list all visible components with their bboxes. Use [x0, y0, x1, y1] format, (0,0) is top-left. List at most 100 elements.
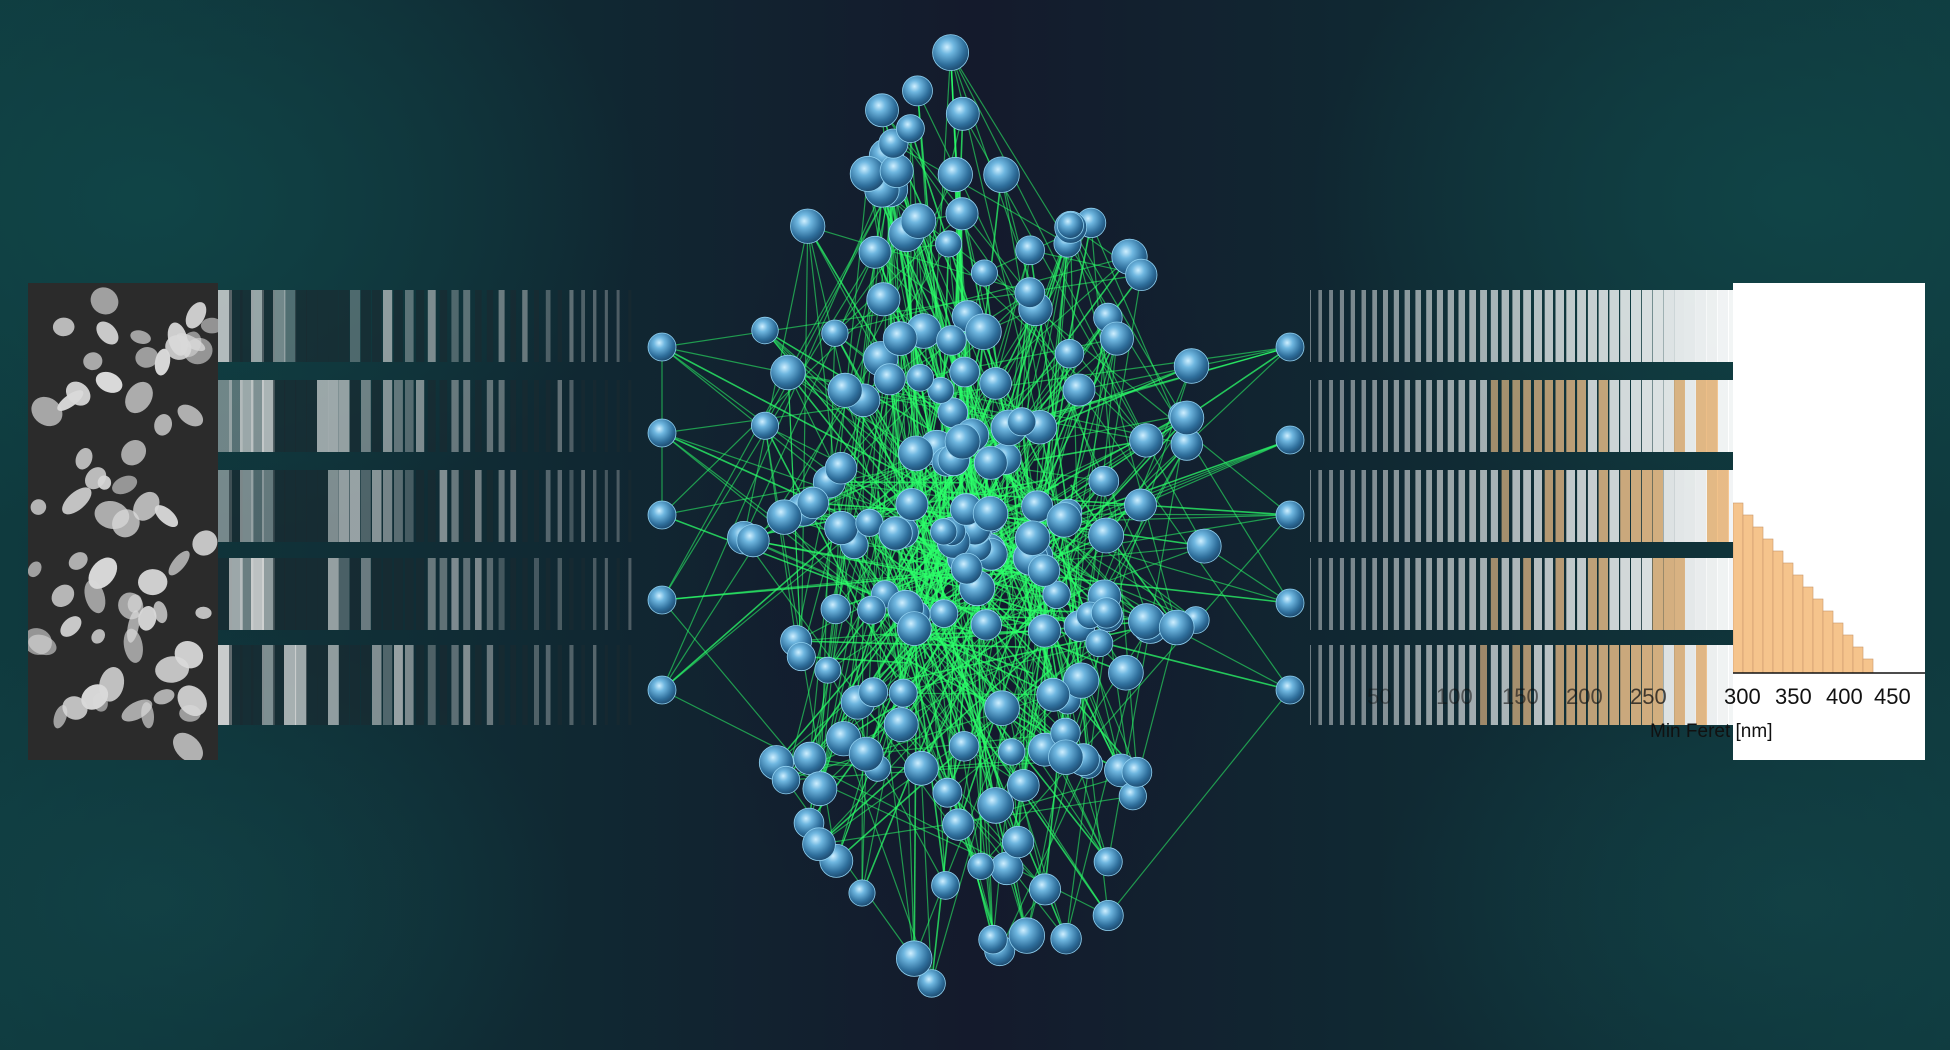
network-node: [824, 510, 859, 546]
histogram-fragment: [1458, 290, 1465, 362]
network-edge: [914, 627, 1034, 675]
histogram-fragment: [1641, 645, 1652, 725]
histogram-fragment: [1310, 470, 1311, 542]
network-edge: [807, 226, 846, 391]
histogram-fragment: [1426, 470, 1432, 542]
sem-fragment: [350, 558, 361, 630]
histogram-fragment: [1329, 645, 1333, 725]
sem-fragment: [284, 558, 297, 630]
sem-fragment: [405, 645, 414, 725]
network-node: [973, 445, 1008, 480]
network-edge: [818, 795, 1133, 845]
sem-fragment: [306, 645, 318, 725]
network-node: [1275, 588, 1305, 618]
sem-fragment: [439, 645, 448, 725]
histogram-fragment: [1609, 470, 1619, 542]
histogram-fragment: [1512, 470, 1520, 542]
network-node: [821, 319, 849, 347]
sem-fragment: [251, 645, 264, 725]
histogram-fragment: [1447, 470, 1454, 542]
histogram-fragment: [1458, 645, 1465, 725]
network-node: [766, 499, 802, 535]
sem-particle: [154, 348, 171, 376]
network-edge: [819, 330, 925, 789]
sem-fragment: [545, 290, 551, 362]
histogram-fragment: [1652, 558, 1663, 630]
histogram-fragment: [1555, 380, 1564, 452]
sem-fragment: [616, 558, 620, 630]
histogram-fragment: [1609, 558, 1619, 630]
histogram-fragment: [1523, 380, 1531, 452]
histogram-fragment: [1587, 470, 1597, 542]
histogram-fragment: [1383, 290, 1388, 362]
sem-particle: [84, 467, 107, 490]
network-node: [824, 452, 858, 485]
network-edge: [903, 692, 1054, 696]
network-node: [967, 852, 995, 880]
sem-fragment: [383, 290, 393, 362]
histogram-fragment: [1631, 645, 1641, 725]
histogram-fragment: [1339, 645, 1344, 725]
network-edge: [800, 226, 809, 657]
histogram-fragment: [1523, 290, 1531, 362]
network-edge: [1080, 680, 1109, 916]
sem-fragment: [486, 558, 494, 630]
network-node: [820, 593, 851, 625]
sem-fragment: [339, 380, 350, 452]
sem-fragment: [295, 558, 307, 630]
network-node: [770, 354, 806, 391]
sem-particle: [138, 606, 157, 631]
histogram-fragment: [1361, 470, 1366, 542]
sem-fragment: [593, 645, 597, 725]
histogram-fragment: [1587, 645, 1597, 725]
sem-fragment: [498, 470, 505, 542]
sem-fragment: [581, 290, 585, 362]
histogram-fragment: [1415, 470, 1421, 542]
histogram-fragment: [1631, 558, 1641, 630]
sem-fragment: [557, 558, 562, 630]
sem-particle: [96, 321, 119, 345]
network-edge: [661, 243, 950, 691]
histogram-fragment: [1684, 558, 1696, 630]
network-node: [1088, 517, 1124, 554]
network-node: [1091, 597, 1123, 629]
sem-fragment: [604, 290, 608, 362]
histogram-fragment: [1706, 380, 1718, 452]
histogram-fragment: [1426, 645, 1432, 725]
sem-fragment: [604, 470, 608, 542]
network-node: [879, 153, 914, 188]
histogram-fragment: [1663, 380, 1674, 452]
sem-fragment: [498, 380, 505, 452]
histogram-fragment: [1523, 558, 1531, 630]
sem-fragment: [229, 470, 243, 542]
sem-particle: [60, 616, 82, 637]
histogram-fragment: [1361, 380, 1366, 452]
network-node: [984, 690, 1020, 726]
histogram-fragment: [1372, 470, 1377, 542]
histogram-fragment: [1447, 645, 1454, 725]
network-node: [1099, 321, 1134, 356]
sem-fragment: [534, 645, 539, 725]
sem-fragment: [451, 645, 459, 725]
sem-fragment: [534, 290, 539, 362]
histogram-fragment: [1490, 290, 1498, 362]
histogram-fragment: [1663, 290, 1674, 362]
network-edge: [743, 252, 876, 538]
sem-fragment: [439, 290, 448, 362]
histogram-fragment: [1447, 558, 1454, 630]
histogram-fragment: [1501, 558, 1509, 630]
network-node: [1186, 528, 1222, 564]
histogram-fragment: [1620, 558, 1630, 630]
histogram-fragment: [1426, 558, 1432, 630]
sem-fragment: [451, 380, 459, 452]
histogram-fragment: [1458, 380, 1465, 452]
histogram-fragment: [1393, 470, 1399, 542]
sem-fragment: [439, 380, 448, 452]
network-node: [998, 738, 1026, 766]
sem-fragment: [273, 290, 286, 362]
sem-fragment: [628, 290, 632, 362]
histogram-fragment: [1361, 645, 1366, 725]
network-edge: [870, 610, 915, 959]
sem-fragment: [416, 290, 425, 362]
